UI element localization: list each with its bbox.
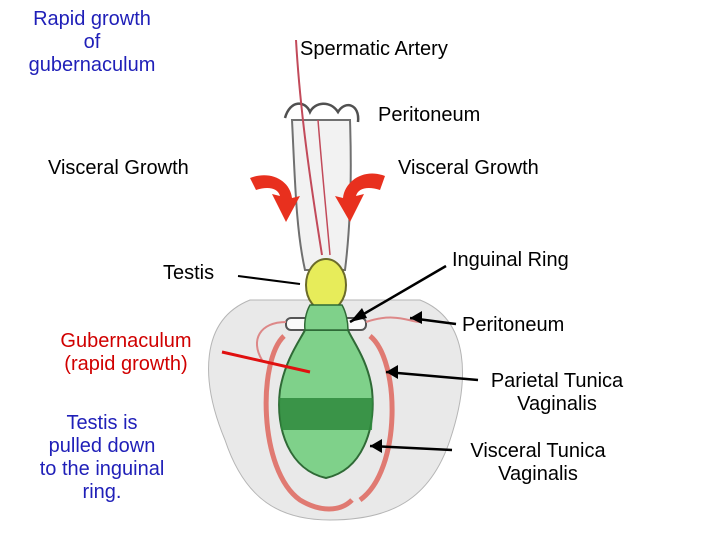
peritoneum-right-fold [365,316,421,323]
visceral-growth-arrow-left [250,175,300,222]
parietal-tunica-label: Parietal Tunica Vaginalis [472,370,642,416]
pointer-testis [237,275,301,285]
parietal-tunica-line-2: Vaginalis [517,393,597,415]
testis-pulled-label: Testis is pulled down to the inguinal ri… [14,412,190,504]
visceral-growth-arrow-right [335,173,385,222]
pointer-inguinal-ring [349,264,447,324]
spermatic-artery-line [295,39,323,256]
pointer-parietal-head [386,365,398,379]
inguinal-ring-label: Inguinal Ring [452,249,569,271]
testis-label: Testis [163,262,215,284]
pointer-visceral [369,444,453,452]
gubernaculum-label-line-2: (rapid growth) [64,353,188,375]
pointer-visceral-head [370,439,382,453]
gubernaculum-label: Gubernaculum (rapid growth) [40,330,212,376]
gubernaculum-top-neck [304,304,349,331]
pointer-inguinal-ring-head [350,308,367,322]
peritoneum-fold-top [283,102,360,123]
testis-shape [305,258,347,312]
visceral-growth-right-label: Visceral Growth [398,157,539,179]
spermatic-artery-line-2 [317,119,331,256]
peritoneum-lower-label: Peritoneum [462,314,565,336]
testis-pulled-line-3: to the inguinal [39,458,165,480]
rapid-growth-title-line-2: of [83,31,101,53]
parietal-tunica-line-1: Parietal Tunica [490,370,624,392]
spermatic-cord-sheath [290,119,352,271]
gubernaculum-label-line-1: Gubernaculum [60,330,192,352]
rapid-growth-title: Rapid growth of gubernaculum [8,8,176,77]
visceral-tunica-line-2: Vaginalis [498,463,578,485]
pointer-gubernaculum [221,350,311,374]
peritoneum-top-label: Peritoneum [378,104,481,126]
pointer-peritoneum-head [410,311,422,324]
spermatic-artery-label: Spermatic Artery [300,38,448,60]
testis-pulled-line-1: Testis is [66,412,138,434]
parietal-tunica-right [358,334,395,503]
testis-pulled-line-2: pulled down [48,435,156,457]
visceral-tunica-line-1: Visceral Tunica [470,440,606,462]
testis-pulled-line-4: ring. [82,481,122,503]
peritoneum-left-fold [256,321,287,361]
parietal-tunica-left [263,334,354,512]
gubernaculum-dark-band [279,398,373,430]
pointer-parietal [385,370,479,382]
visceral-growth-left-label: Visceral Growth [48,157,189,179]
rapid-growth-title-line-3: gubernaculum [28,54,156,76]
rapid-growth-title-line-1: Rapid growth [33,8,151,30]
visceral-tunica-label: Visceral Tunica Vaginalis [446,440,630,486]
